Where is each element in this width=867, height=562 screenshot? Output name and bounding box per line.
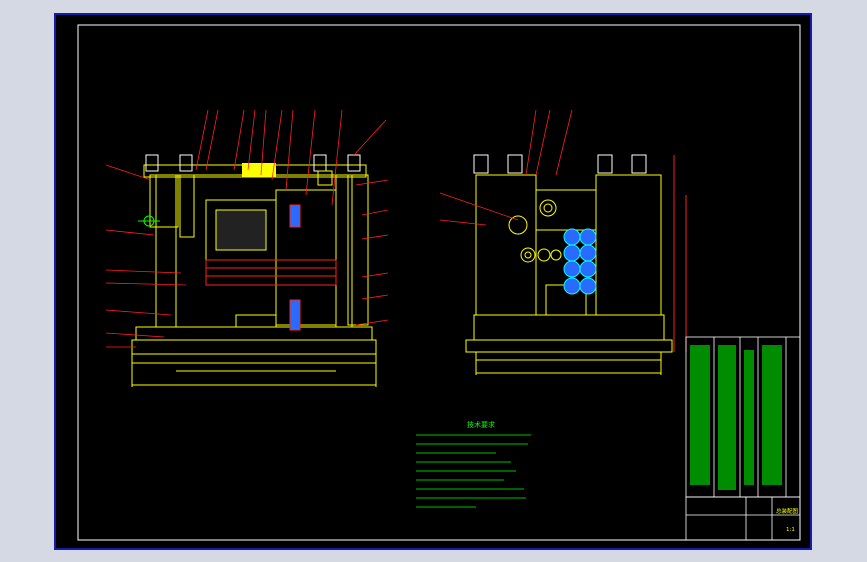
side-view-right-housing — [595, 174, 662, 316]
side-view — [465, 155, 687, 375]
front-view-base — [131, 339, 377, 355]
front-view-motor — [242, 163, 333, 186]
side-view-leaders — [439, 109, 573, 226]
side-view-base — [465, 339, 673, 353]
drawing-scale: 1:1 — [786, 527, 795, 533]
drawing-name: 总装配图 — [776, 507, 799, 515]
side-view-gears — [508, 199, 562, 263]
front-view-adjust-handwheel — [138, 215, 160, 227]
front-view-screwdown — [145, 154, 361, 172]
notes-title: 技术要求 — [467, 420, 495, 429]
front-view-spindle — [289, 204, 301, 331]
front-view-leaders — [105, 109, 389, 348]
side-view-rolls — [563, 228, 597, 295]
side-view-left-housing — [475, 174, 537, 316]
technical-notes: 技术要求 — [416, 420, 531, 508]
parts-list-entries — [690, 345, 782, 490]
drawing-viewport: 技术要求 总装配图 1:1 — [54, 13, 812, 550]
side-view-screwdown — [473, 154, 647, 174]
sheet-border — [77, 24, 801, 541]
front-view — [131, 164, 377, 387]
front-view-housing — [155, 174, 353, 328]
cad-drawing-canvas: 技术要求 总装配图 1:1 — [77, 24, 801, 541]
title-block — [685, 496, 801, 541]
